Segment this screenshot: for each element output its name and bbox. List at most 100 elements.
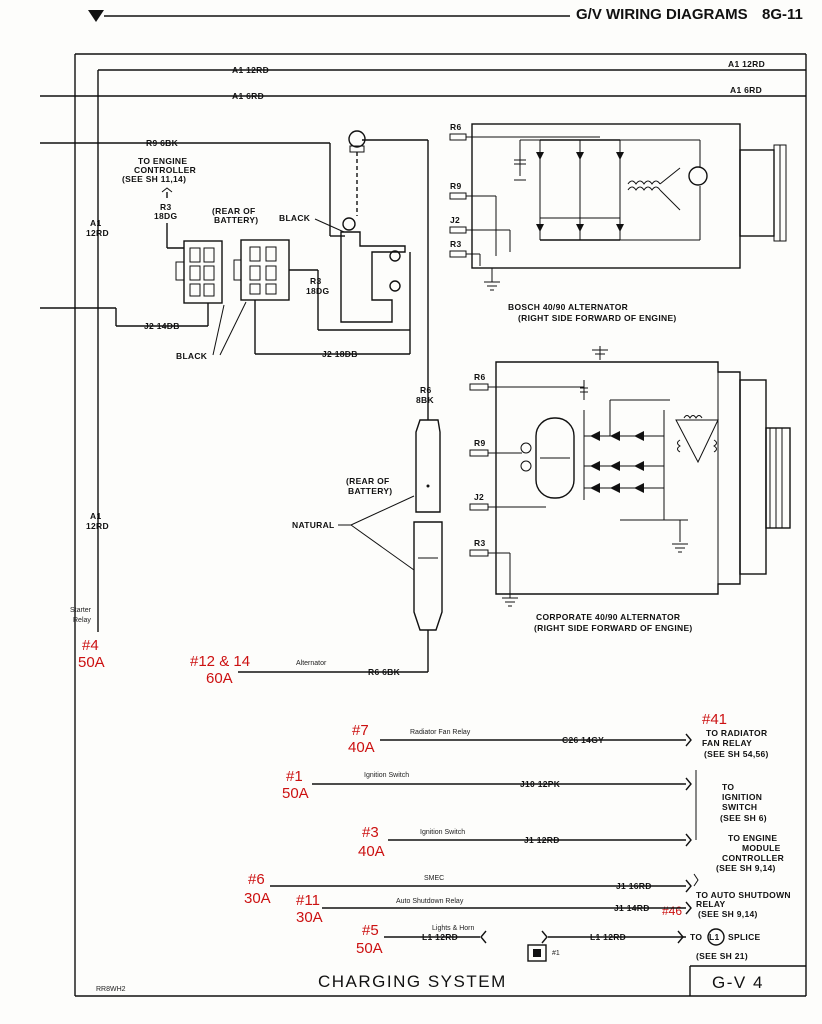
header-page-number: 8G-11 [762, 6, 803, 23]
see-sh-21-label: (SEE SH 21) [696, 951, 748, 961]
wire-l1-12rd-right: L1 12RD [590, 932, 626, 942]
black-label-1: BLACK [279, 213, 311, 223]
to-auto-shutdown-3: (SEE SH 9,14) [698, 909, 758, 919]
wire-a1-6rd-right: A1 6RD [730, 85, 762, 95]
fuse-7-number: #7 [352, 722, 369, 739]
fuse-11-number: #11 [296, 892, 320, 909]
splice-circle-icon [707, 928, 725, 946]
wire-a1-6rd-left: A1 6RD [232, 91, 264, 101]
to-auto-shutdown-2: RELAY [696, 899, 726, 909]
bosch-term-r9: R9 [450, 181, 461, 191]
wire-a1-label-1: A1 [90, 218, 101, 228]
to-radiator-3: (SEE SH 54,56) [704, 749, 769, 759]
to-radiator-1: TO RADIATOR [706, 728, 767, 738]
starter-relay-label-2: Relay [73, 617, 91, 624]
corporate-label-1: CORPORATE 40/90 ALTERNATOR [536, 612, 680, 622]
wire-18dg: 18DG [154, 211, 177, 221]
bosch-label-1: BOSCH 40/90 ALTERNATOR [508, 302, 628, 312]
radiator-fan-relay-label: Radiator Fan Relay [410, 729, 471, 736]
wire-r6: R6 [420, 385, 431, 395]
fuse-4-amperage: 50A [78, 654, 105, 671]
to-splice-label: TO [690, 932, 702, 942]
fuse-46-number: #46 [662, 904, 682, 918]
connector-engine-controller [175, 240, 223, 304]
wire-j1-16rd: J1 16RD [616, 881, 652, 891]
to-engine-controller-1: TO ENGINE [138, 156, 187, 166]
fuse-3-number: #3 [362, 824, 379, 841]
fuse-41-number: #41 [702, 711, 727, 728]
footer-code: RR8WH2 [96, 986, 126, 993]
fuse-6-amperage: 30A [244, 890, 271, 907]
to-engine-module-2: MODULE [742, 843, 781, 853]
wire-j1-12rd: J1 12RD [524, 835, 560, 845]
fuse-1-number: #1 [286, 768, 303, 785]
to-auto-shutdown-1: TO AUTO SHUTDOWN [696, 890, 791, 900]
ignition-switch-label-2: Ignition Switch [420, 829, 465, 836]
corp-term-r9: R9 [474, 438, 485, 448]
rear-battery-label-3: (REAR OF [346, 476, 389, 486]
corporate-alternator [495, 346, 791, 595]
to-engine-controller-2: CONTROLLER [134, 165, 196, 175]
wire-j10-12pk: J10 12PK [520, 779, 561, 789]
wire-12rd-label-1: 12RD [86, 228, 109, 238]
bosch-term-r3: R3 [450, 239, 461, 249]
to-ignition-1: TO [722, 782, 734, 792]
wire-a1-12rd-right: A1 12RD [728, 59, 765, 69]
wire-r6-6bk: R6 6BK [368, 667, 401, 677]
wire-r9-6bk: R9 6BK [146, 138, 179, 148]
smec-label: SMEC [424, 875, 444, 882]
ground-connector-icon [527, 944, 547, 962]
to-ignition-3: SWITCH [722, 802, 757, 812]
wire-j1-14rd: J1 14RD [614, 903, 650, 913]
to-engine-controller-3: (SEE SH 11,14) [122, 174, 186, 184]
corp-term-r3: R3 [474, 538, 485, 548]
bosch-term-j2: J2 [450, 215, 460, 225]
wire-a1-label-2: A1 [90, 511, 101, 521]
auto-shutdown-relay-label: Auto Shutdown Relay [396, 898, 464, 905]
footer-page: G-V 4 [712, 973, 764, 992]
ignition-switch-label-1: Ignition Switch [364, 772, 409, 779]
fusible-link-connector [413, 419, 443, 631]
fuse-5-number: #5 [362, 922, 379, 939]
battery-terminal-clamp [340, 130, 406, 323]
black-label-2: BLACK [176, 351, 208, 361]
to-engine-module-1: TO ENGINE [728, 833, 777, 843]
fuse-12-14-amperage: 60A [206, 670, 233, 687]
alternator-label: Alternator [296, 660, 327, 667]
starter-relay-label-1: Starter [70, 607, 92, 614]
fuse-12-14-number: #12 & 14 [190, 653, 250, 670]
header-arrow-icon [88, 10, 104, 22]
splice-label: SPLICE [728, 932, 761, 942]
rear-battery-label-2: BATTERY) [214, 215, 258, 225]
wire-r3-upper: R3 [310, 276, 321, 286]
to-radiator-2: FAN RELAY [702, 738, 752, 748]
lights-horn-label: Lights & Horn [432, 925, 475, 932]
fuse-7-amperage: 40A [348, 739, 375, 756]
natural-label: NATURAL [292, 520, 335, 530]
to-engine-module-4: (SEE SH 9,14) [716, 863, 776, 873]
wire-12rd-label-2: 12RD [86, 521, 109, 531]
wire-r3: R3 [160, 202, 171, 212]
wire-18dg-upper: 18DG [306, 286, 329, 296]
splice-l1-label: L1 [709, 932, 720, 942]
fuse-1-amperage: 50A [282, 785, 309, 802]
fuse-6-number: #6 [248, 871, 265, 888]
wire-j2-14db: J2 14DB [144, 321, 180, 331]
to-ignition-4: (SEE SH 6) [720, 813, 767, 823]
to-engine-module-3: CONTROLLER [722, 853, 784, 863]
header-title: G/V WIRING DIAGRAMS [576, 6, 748, 23]
wire-j2-18db: J2 18DB [322, 349, 358, 359]
wire-c26-14gy: C26 14GY [562, 735, 604, 745]
corporate-label-2: (RIGHT SIDE FORWARD OF ENGINE) [534, 623, 693, 633]
wire-8bk: 8BK [416, 395, 434, 405]
rear-battery-label-4: BATTERY) [348, 486, 392, 496]
connector-rear-of-battery [233, 239, 290, 301]
wire-l1-12rd-left: L1 12RD [422, 932, 458, 942]
bosch-label-2: (RIGHT SIDE FORWARD OF ENGINE) [518, 313, 677, 323]
fuse-4-number: #4 [82, 637, 99, 654]
fuse-5-amperage: 50A [356, 940, 383, 957]
corp-term-j2: J2 [474, 492, 484, 502]
fuse-11-amperage: 30A [296, 909, 323, 926]
